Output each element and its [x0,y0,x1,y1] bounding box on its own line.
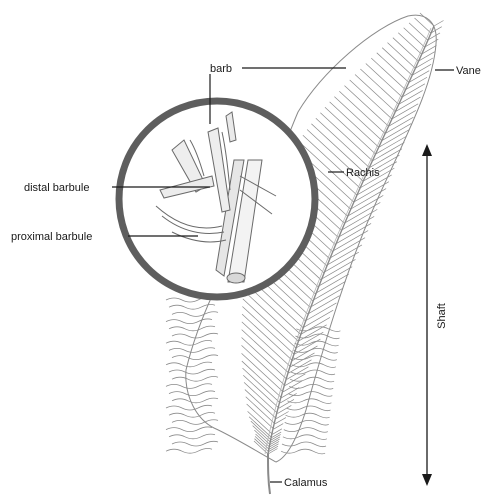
down-barb-left [169,434,215,439]
vane-label: Vane [456,65,481,77]
shaft-arrowhead-top [422,144,432,156]
magnified-detail [119,101,315,297]
shaft-arrow [422,144,432,486]
shaft-arrowhead-bottom [422,474,432,486]
distal-barbule-label: distal barbule [24,182,89,194]
down-barb-left [172,441,218,446]
down-barb-left [166,427,212,432]
calamus-stem [268,454,270,494]
calamus-label: Calamus [284,477,328,489]
shaft-label: Shaft [436,303,448,329]
proximal-barbule-label: proximal barbule [11,231,92,243]
barb-stroke [434,21,444,27]
down-barb-left [166,449,212,454]
rachis-label: Rachis [346,167,380,179]
barb-label: barb [210,63,232,75]
